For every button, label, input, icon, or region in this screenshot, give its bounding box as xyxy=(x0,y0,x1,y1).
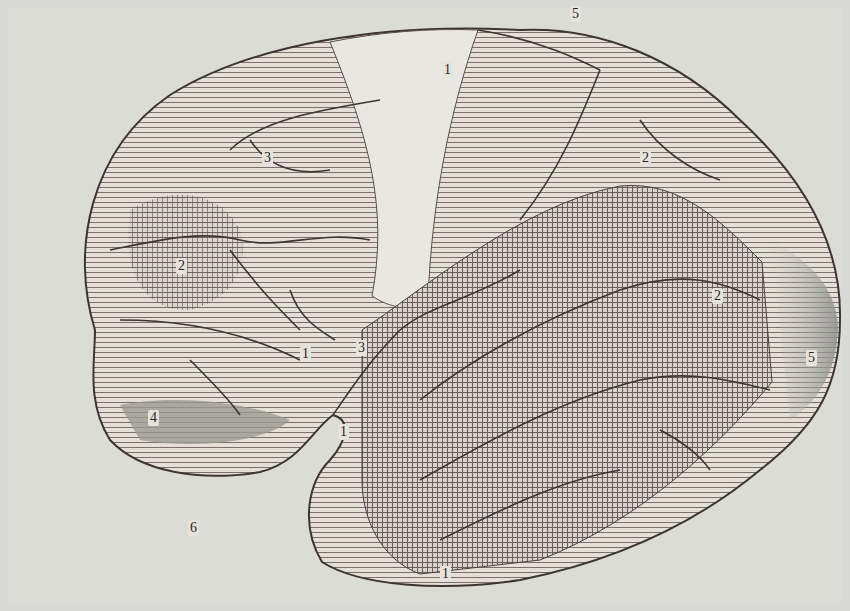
callout-number: 1 xyxy=(300,346,311,362)
callout-number: 2 xyxy=(640,150,651,166)
temporal-region xyxy=(362,185,772,574)
occipital-shade xyxy=(770,240,838,420)
photo-ground xyxy=(8,8,842,603)
callout-number: 2 xyxy=(176,258,187,274)
callout-number: 6 xyxy=(188,520,199,536)
callout-number: 2 xyxy=(712,288,723,304)
callout-number: 3 xyxy=(356,340,367,356)
callout-number: 5 xyxy=(570,6,581,22)
brain-outline xyxy=(85,28,840,586)
callout-number: 4 xyxy=(148,410,159,426)
callout-number: 3 xyxy=(262,150,273,166)
orbital-patch xyxy=(120,400,290,444)
callout-number: 5 xyxy=(806,350,817,366)
callout-number: 1 xyxy=(440,566,451,582)
frontal-patch xyxy=(128,195,242,310)
sulci xyxy=(110,30,770,540)
callout-number: 1 xyxy=(442,62,453,78)
callout-number: 1 xyxy=(338,424,349,440)
